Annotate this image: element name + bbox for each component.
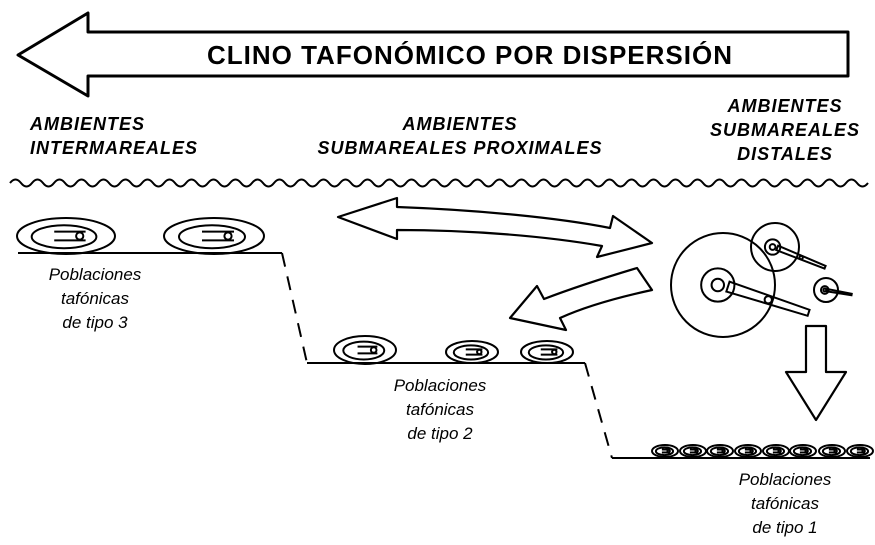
label-population-type-3: Poblaciones tafónicas de tipo 3: [48, 265, 142, 332]
diagram-title: CLINO TAFONÓMICO POR DISPERSIÓN: [207, 40, 733, 70]
shell-type2-small: [520, 340, 574, 364]
shell-type2-large: [333, 335, 397, 365]
shell-type2-medium: [445, 340, 499, 364]
sea-surface-wave: [9, 178, 869, 188]
shell-type1-2: [679, 444, 707, 458]
ammonite-small: [813, 277, 853, 303]
transport-arrow-to-proximal: [508, 266, 654, 332]
label-intertidal-environments: AMBIENTES INTERMAREALES: [30, 114, 199, 158]
label-distal-subtidal-environments: AMBIENTES SUBMAREALES DISTALES: [709, 96, 860, 164]
settling-arrow-down: [784, 324, 848, 422]
shell-type1-4: [734, 444, 762, 458]
label-proximal-subtidal-environments: AMBIENTES SUBMAREALES PROXIMALES: [317, 114, 603, 158]
shell-type1-8: [846, 444, 874, 458]
shell-type1-6: [789, 444, 817, 458]
label-population-type-2: Poblaciones tafónicas de tipo 2: [393, 376, 487, 443]
ammonite-group: [670, 222, 853, 338]
ammonite-medium: [750, 222, 827, 272]
shell-type1-7: [818, 444, 846, 458]
bidirectional-transport-arrow: [336, 196, 654, 259]
shell-type1-5: [762, 444, 790, 458]
shell-type3-left: [16, 217, 116, 255]
ammonite-large: [670, 232, 811, 338]
label-population-type-1: Poblaciones tafónicas de tipo 1: [738, 470, 832, 537]
cline-direction-arrow: [16, 11, 850, 98]
shell-group: [16, 217, 874, 458]
shell-type1-3: [706, 444, 734, 458]
shell-type1-1: [651, 444, 679, 458]
shell-type3-right: [163, 217, 265, 255]
